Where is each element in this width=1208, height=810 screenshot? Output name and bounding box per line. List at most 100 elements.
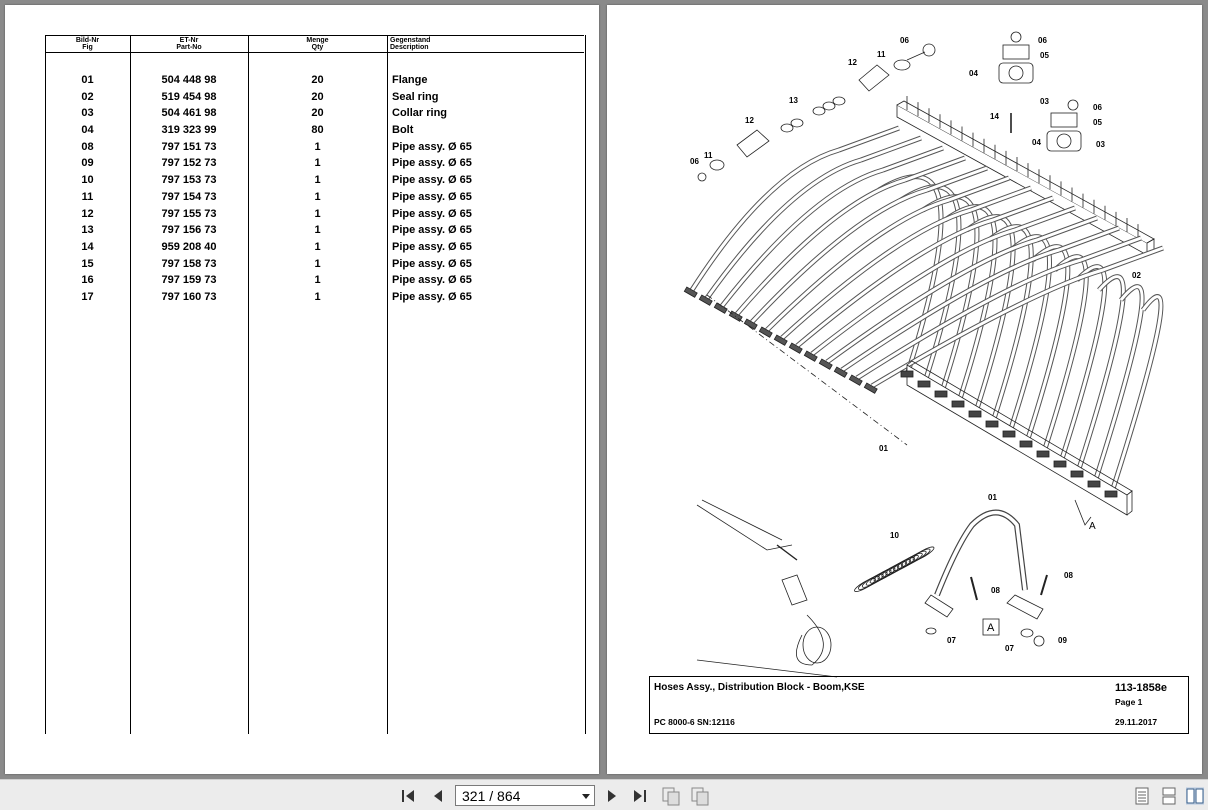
hose-flange [698,294,713,306]
qty-cell: 80 [311,124,324,137]
hose-line [705,136,922,299]
qty-cell: 1 [314,174,321,187]
column-divider [387,35,388,734]
description-cell: Pipe assy. Ø 65 [392,274,472,287]
description-cell: Bolt [392,124,414,137]
qty-cell: 1 [314,224,321,237]
spring-coil [865,571,888,586]
fig-cell: 16 [81,274,94,287]
part-no-cell: 959 208 40 [161,240,217,253]
hose-line [765,176,1010,332]
spring-coil [900,552,923,567]
qty-cell: 20 [311,90,324,103]
description-cell: Pipe assy. Ø 65 [392,290,472,303]
callout-label: 01 [879,444,888,453]
hose-flange [758,326,773,338]
table-border-left [45,35,46,734]
spring-coil [912,546,935,561]
part-no-cell: 797 152 73 [161,157,217,170]
hose-line [1041,255,1088,456]
two-page-view-icon[interactable] [1186,787,1204,805]
part-no-cell: 797 158 73 [161,257,217,270]
qty-cell: 20 [311,74,324,86]
hose-line [1109,295,1163,496]
hose-flange [1104,490,1118,498]
hose-line [1007,235,1051,436]
fig-cell: 17 [81,290,94,303]
callout-label: 10 [890,531,899,540]
part-no-cell: 519 454 98 [161,90,217,103]
callout-label: 04 [969,69,978,78]
drawing-title-block: Hoses Assy., Distribution Block - Boom,K… [649,676,1189,734]
page-label: Page 1 [1115,697,1143,707]
shackle-and-chain [697,64,890,182]
last-page-icon[interactable] [630,786,650,806]
fit-width-icon[interactable] [690,786,710,806]
callout-label: 09 [1058,636,1067,645]
first-page-icon[interactable] [398,786,418,806]
callout-label: 12 [848,58,857,67]
hose-flange [934,390,948,398]
callout-label: 06 [690,157,699,166]
description-cell: Collar ring [392,107,448,120]
chevron-down-icon [582,794,590,799]
callout-label: 06 [1093,103,1102,112]
fig-cell: 10 [81,174,94,187]
callout-label: 11 [704,151,713,160]
spring-coil [893,557,915,571]
hose-line [735,156,966,315]
hose-line [720,146,944,307]
issue-date: 29.11.2017 [1115,717,1158,727]
clamp-assembly-upper [893,31,1034,84]
fig-cell: 04 [81,124,94,137]
part-no-cell: 319 323 99 [161,124,217,137]
part-no-cell: 504 461 98 [161,107,217,120]
callout-label: 05 [1093,118,1102,127]
next-page-icon[interactable] [602,786,622,806]
callout-label: 07 [1005,644,1014,653]
hose-line [690,126,900,291]
callout-label: 02 [1132,271,1141,280]
hose-flange [863,382,878,394]
callout-label: 08 [991,586,1000,595]
qty-cell: 1 [314,207,321,220]
spring-coil [908,548,931,563]
hose-flange [900,370,914,378]
fig-cell: 12 [81,207,94,220]
fit-page-icon[interactable] [661,786,681,806]
hose-line [988,225,1033,426]
spring-coil [896,554,919,569]
page-number-selector[interactable]: 321 / 864 [455,785,595,806]
hose-flange [1002,430,1016,438]
hose-flange [1019,440,1033,448]
hose-flange [917,380,931,388]
fig-cell: 11 [81,190,94,203]
prev-page-icon[interactable] [428,786,448,806]
fig-cell: 13 [81,224,94,237]
hose-flange [743,318,758,330]
spring-coil [873,567,896,582]
part-no-cell: 797 154 73 [161,190,217,203]
drawing-page: 06 06 05 04 11 12 13 14 03 06 05 04 03 1… [607,5,1202,774]
detail-marker-box [982,618,1000,636]
column-divider [130,35,131,734]
fig-cell: 14 [81,240,94,253]
callout-label: 03 [1096,140,1105,149]
spring-coil [869,569,892,584]
hose-line [871,246,1164,388]
hose-flange [773,334,788,346]
hose-line [826,216,1098,364]
hose-line [1058,265,1107,466]
clamp-assembly-lower [1010,99,1082,152]
hose-flange [818,358,833,370]
callout-label: 01 [988,493,997,502]
single-page-view-icon[interactable] [1133,787,1151,805]
part-no-cell: 797 156 73 [161,224,217,237]
table-row: 04 319 323 99 80 Bolt [45,122,586,139]
continuous-view-icon[interactable] [1160,787,1178,805]
hose-flange [1070,470,1084,478]
